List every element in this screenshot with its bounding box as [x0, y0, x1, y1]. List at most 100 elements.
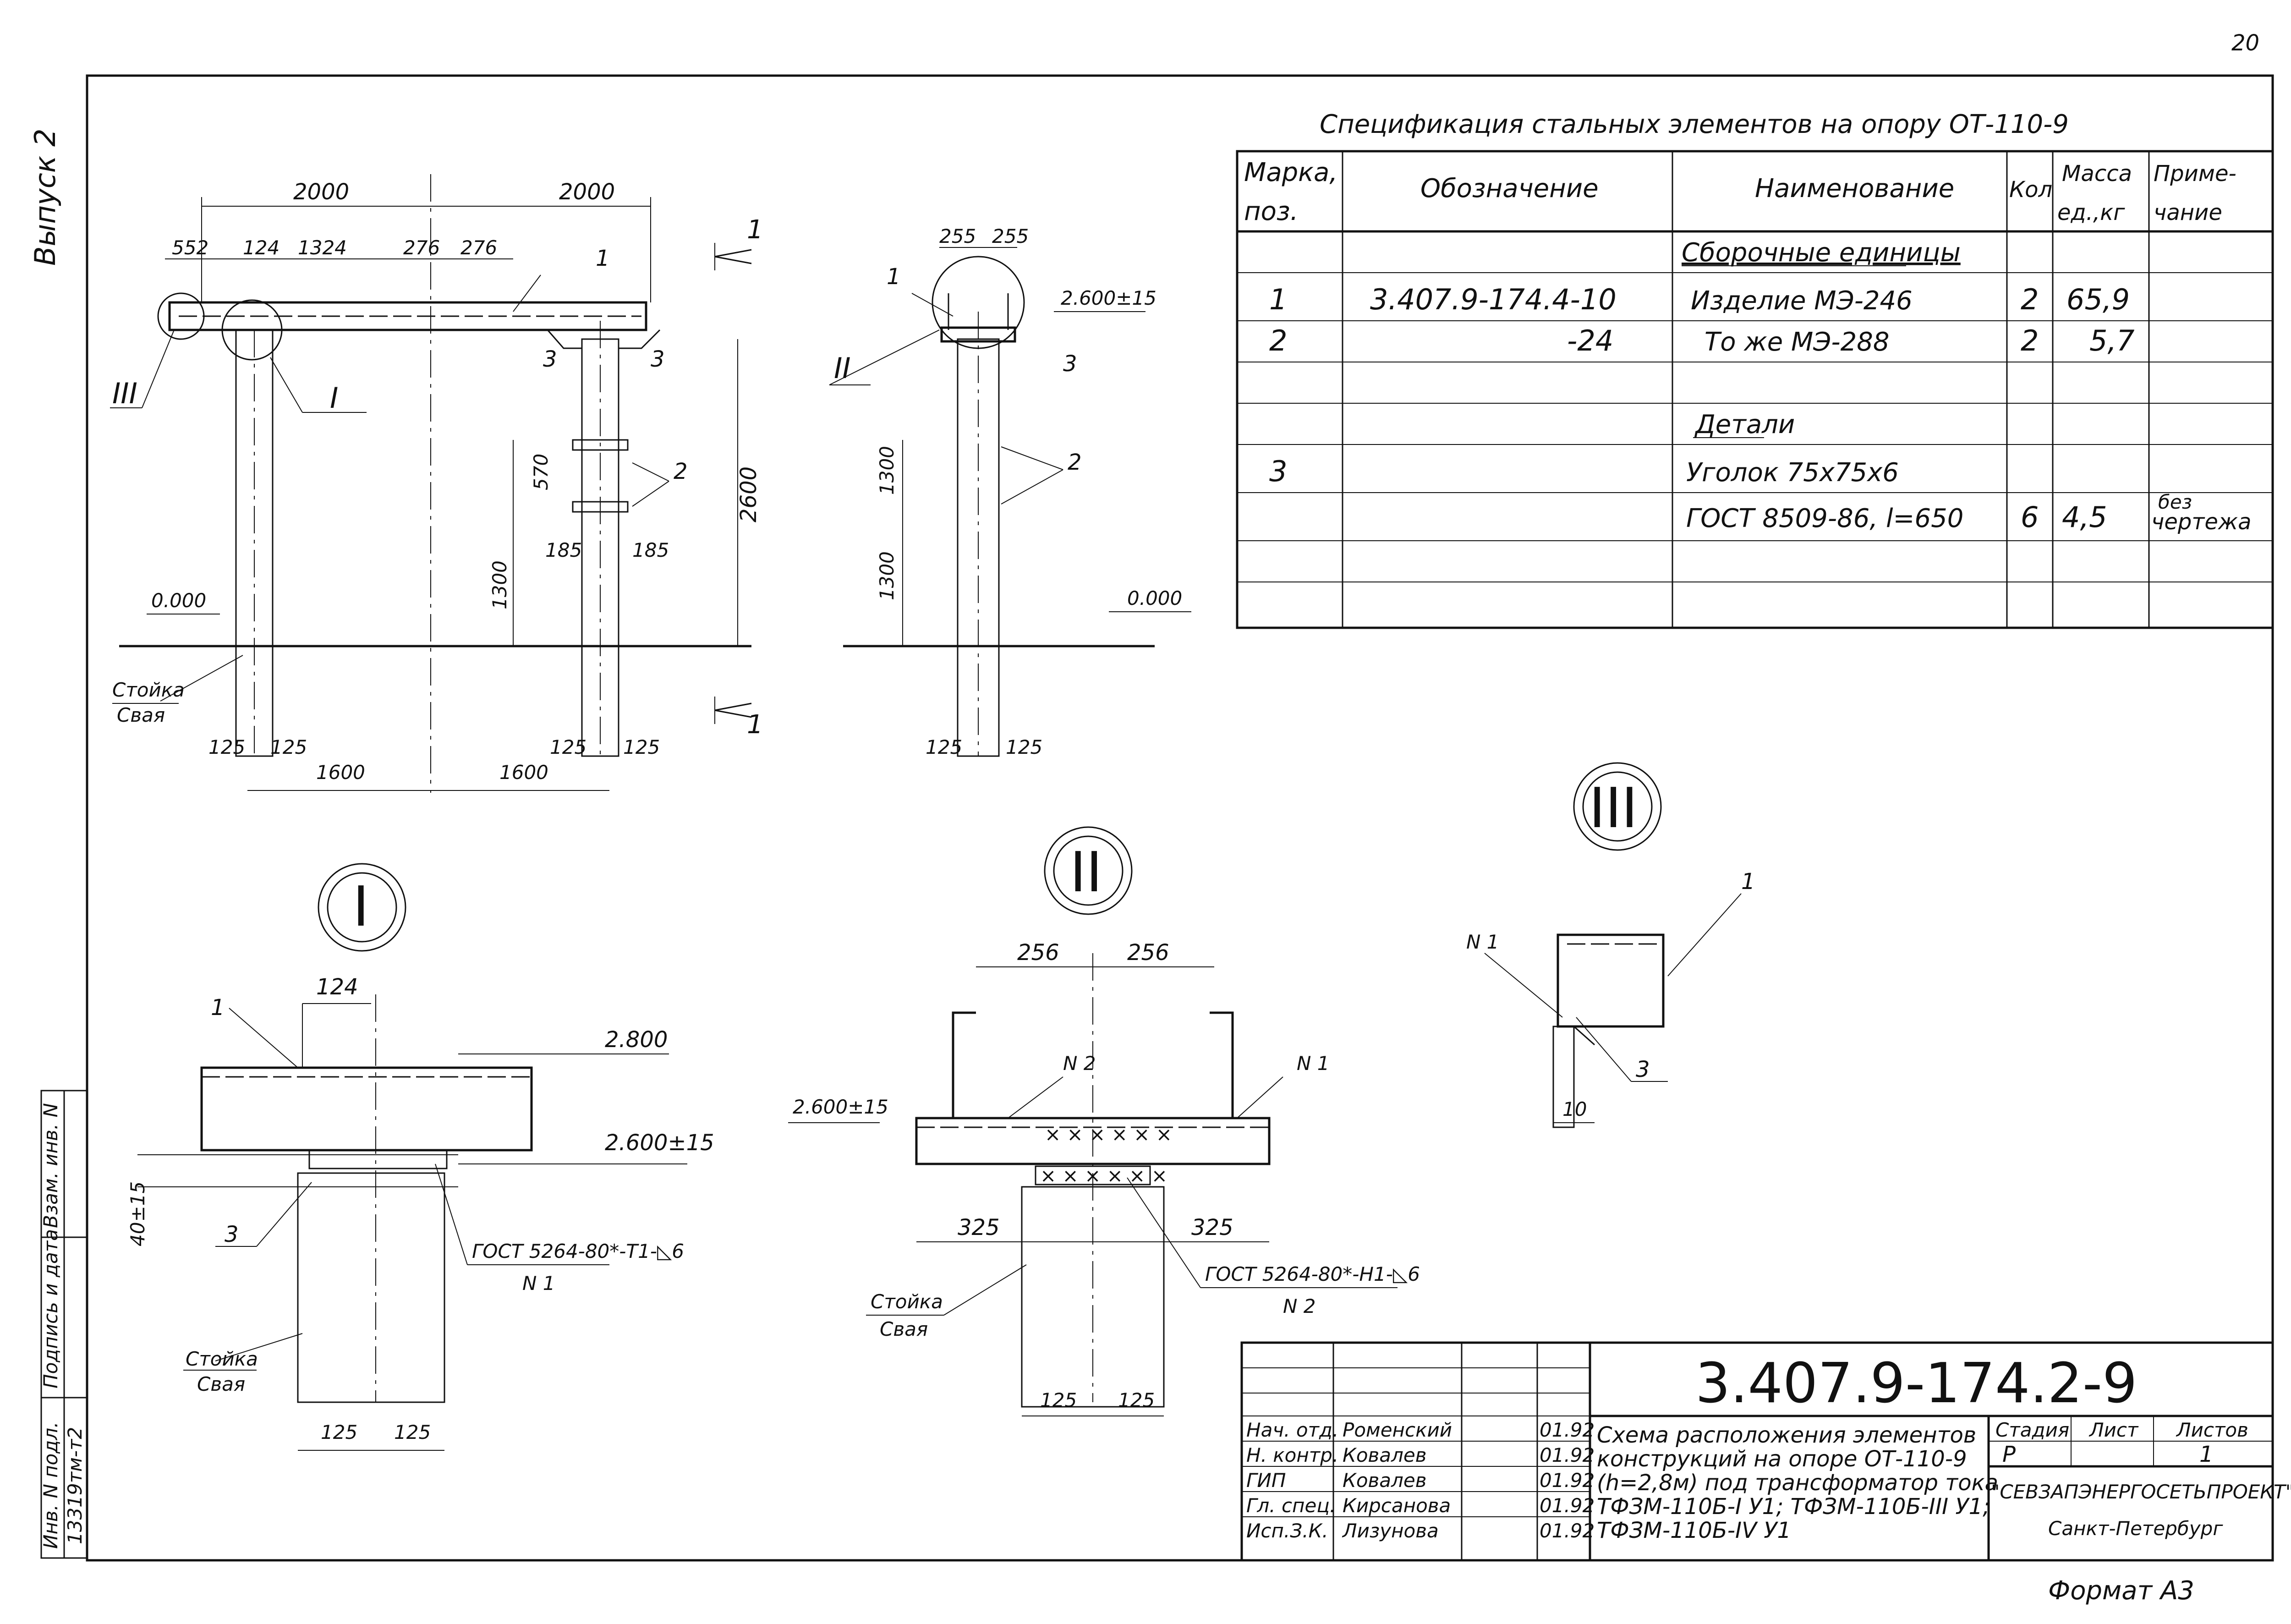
side-view: 255 255 2.600±15 1300 1300 0.000 1 2 3 I… [829, 225, 1191, 758]
tb-code: 3.407.9-174.2-9 [1695, 1352, 2138, 1416]
side-callout-3: 3 [1063, 351, 1077, 377]
dim-1300: 1300 [488, 560, 511, 609]
d1-dim-124: 124 [316, 974, 358, 1000]
section-1b: 1 [747, 710, 763, 740]
side-dim-1300b: 1300 [876, 551, 898, 600]
hdr-note-2: чание [2154, 200, 2222, 225]
d2-n1: N 1 [1297, 1052, 1330, 1075]
roman-3: III [112, 377, 137, 410]
hdr-mass-2: ед.,кг [2057, 200, 2125, 225]
detail-3-marker: III [1589, 777, 1638, 840]
dim-2000-right: 2000 [559, 179, 615, 205]
stoyka: Стойка [112, 679, 185, 701]
front-view: 2000 2000 552 124 1324 276 276 570 1300 … [110, 174, 763, 793]
row2-pos: 2 [1269, 324, 1287, 357]
d3-dim-10: 10 [1562, 1098, 1587, 1120]
sign-label: Подпись и дата [39, 1229, 62, 1388]
dim-125d: 125 [623, 736, 660, 758]
tb-role-0: Нач. отд. [1246, 1419, 1338, 1441]
tb-desc-4: ТФЗМ-110Б-I У1; ТФЗМ-110Б-III У1; [1597, 1494, 1990, 1520]
d2-dim-125b: 125 [1118, 1389, 1155, 1411]
row1-mass: 65,9 [2066, 283, 2130, 316]
format-label: Формат А3 [2048, 1576, 2194, 1606]
row6-qty: 6 [2021, 500, 2039, 534]
d1-gost: ГОСТ 5264-80*-Т1-◺6 [472, 1240, 684, 1262]
d2-gost: ГОСТ 5264-80*-Н1-◺6 [1205, 1263, 1420, 1285]
callout-2: 2 [674, 459, 688, 484]
tb-date-3: 01.92 [1540, 1494, 1595, 1517]
d2-crosses-bottom: × × × × × × [1040, 1164, 1167, 1187]
hdr-qty: Кол [2009, 177, 2052, 203]
tb-desc-2: конструкций на опоре ОТ-110-9 [1597, 1446, 1967, 1472]
d2-n2: N 2 [1063, 1052, 1096, 1075]
d2-dim-256a: 256 [1017, 940, 1059, 966]
d1-n1: N 1 [522, 1272, 555, 1295]
tb-role-1: Н. контр. [1246, 1444, 1338, 1466]
d2-dim-256b: 256 [1127, 940, 1169, 966]
dim-124: 124 [243, 236, 280, 259]
hdr-mass-1: Масса [2062, 161, 2132, 187]
d2-n2-bottom: N 2 [1283, 1295, 1316, 1317]
tb-role-2: ГИП [1246, 1469, 1286, 1492]
side-dim-125a: 125 [926, 736, 962, 758]
row5-name: Уголок 75х75х6 [1686, 458, 1899, 488]
row2-name: То же МЭ-288 [1705, 327, 1889, 357]
dim-185b: 185 [632, 539, 669, 561]
row5-pos: 3 [1269, 455, 1287, 488]
dim-125c: 125 [550, 736, 586, 758]
d1-level-2800: 2.800 [605, 1027, 668, 1053]
tb-date-2: 01.92 [1540, 1469, 1595, 1492]
d2-level-2600: 2.600±15 [793, 1096, 888, 1118]
d1-level-2600: 2.600±15 [605, 1130, 714, 1156]
spec-table: Спецификация стальных элементов на опору… [1236, 110, 2274, 629]
row2-mass: 5,7 [2089, 324, 2135, 357]
d1-dim-125a: 125 [321, 1421, 357, 1443]
row6-mass: 4,5 [2062, 500, 2107, 534]
svaya: Свая [117, 704, 165, 726]
d2-stoyka: Стойка [871, 1290, 943, 1313]
roman-1: I [330, 381, 338, 415]
detail-1-marker: I [353, 875, 369, 939]
tb-desc-3: (h=2,8м) под трансформатор тока [1597, 1470, 1998, 1496]
tb-date-1: 01.92 [1540, 1444, 1595, 1466]
hdr-note-1: Приме- [2154, 161, 2236, 187]
side-roman-2: II [834, 351, 851, 385]
tb-date-4: 01.92 [1540, 1520, 1595, 1542]
callout-3b: 3 [651, 346, 665, 372]
side-label: Выпуск 2 [28, 129, 62, 266]
dim-570: 570 [530, 454, 552, 490]
d2-svaya: Свая [880, 1318, 928, 1340]
d1-svaya: Свая [197, 1373, 245, 1395]
dim-276a: 276 [403, 236, 440, 259]
vzam-label: Взам. инв. N [39, 1103, 62, 1228]
d1-dim-40: 40±15 [126, 1181, 149, 1246]
side-level-2600: 2.600±15 [1061, 287, 1156, 309]
tb-stage-label: Стадия [1995, 1419, 2069, 1441]
detail-1: I 124 1 2.800 2.600±15 40±15 3 ГОСТ 5264… [126, 863, 714, 1451]
dim-2600: 2600 [736, 466, 762, 522]
dim-125a: 125 [208, 736, 245, 758]
side-dim-255a: 255 [939, 225, 976, 247]
tb-org: "СЕВЗАПЭНЕРГОСЕТЬПРОЕКТ" [1991, 1481, 2291, 1503]
tb-sheets-value: 1 [2199, 1442, 2214, 1467]
side-callout-1: 1 [887, 264, 901, 290]
tb-name-3: Кирсанова [1343, 1494, 1451, 1517]
tb-name-0: Роменский [1343, 1419, 1452, 1441]
dim-185a: 185 [545, 539, 582, 561]
tb-role-3: Гл. спец. [1246, 1494, 1336, 1517]
tb-sheet-label: Лист [2088, 1419, 2139, 1441]
side-level-0: 0.000 [1127, 587, 1182, 609]
row6-note-2: чертежа [2151, 509, 2252, 535]
d1-dim-125b: 125 [394, 1421, 431, 1443]
spec-title: Спецификация стальных элементов на опору… [1320, 110, 2069, 139]
row1-designation: 3.407.9-174.4-10 [1370, 283, 1617, 316]
hdr-name: Наименование [1755, 174, 1954, 203]
d2-dim-325a: 325 [958, 1215, 1000, 1240]
detail-2: II 256 256 × × × × × × × × × × × × N 2 N… [788, 826, 1420, 1416]
row2-designation: -24 [1567, 324, 1613, 357]
callout-3a: 3 [543, 346, 557, 372]
d2-dim-325b: 325 [1191, 1215, 1233, 1240]
row6-name: ГОСТ 8509-86, l=650 [1686, 504, 1963, 533]
callout-1: 1 [596, 246, 610, 271]
